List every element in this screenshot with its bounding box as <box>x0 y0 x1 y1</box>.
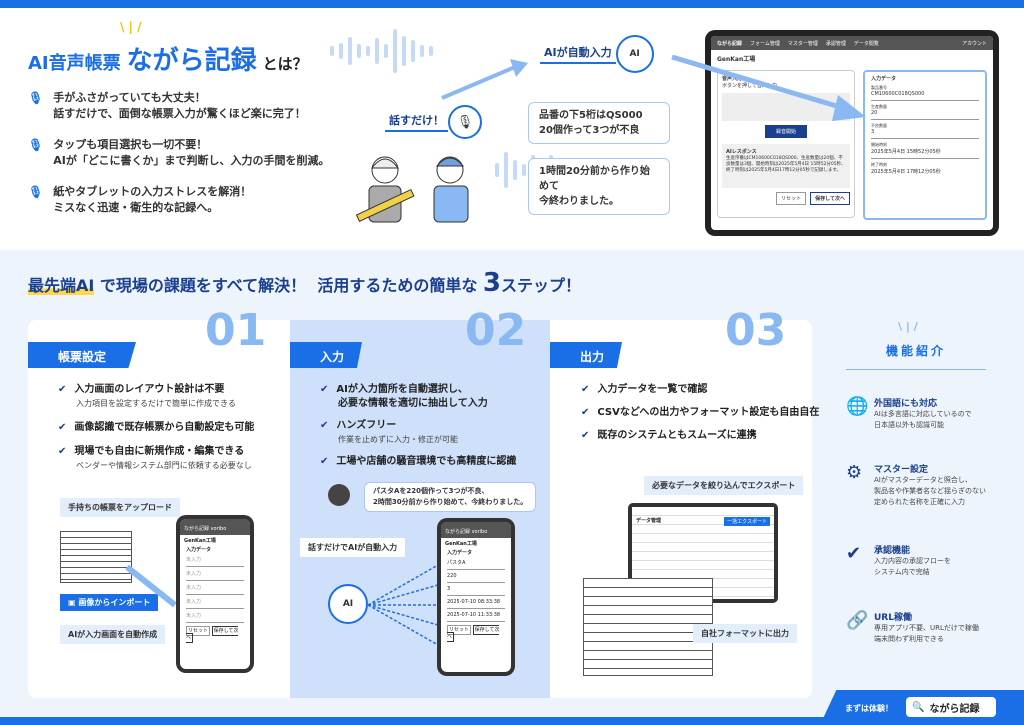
factory-name: GenKan工場 <box>717 56 756 63</box>
save-next-button[interactable]: 保存して次へ <box>810 192 850 205</box>
check-circle-icon: ✔ <box>846 543 862 564</box>
feature-item: 🔗URL稼働専用アプリ不要、URLだけで稼働端末問わず利用できる <box>846 610 979 643</box>
tablet-nav: ながら記録フォーム管理マスター管理承認管理データ閲覧アカウント <box>711 36 993 50</box>
feature-item: ✔承認機能入力内容の承認フローをシステム内で完結 <box>846 543 951 576</box>
workers-illustration <box>355 156 469 223</box>
auto-create-note: AIが入力画面を自動作成 <box>60 625 166 644</box>
cta-label: まずは体験！ <box>845 704 893 713</box>
search-box[interactable]: 🔍ながら記録 <box>906 697 996 717</box>
ai-head-icon: AI <box>328 584 368 624</box>
step-title: 帳票設定 <box>28 342 136 368</box>
sparkle-icon: \ | / <box>898 320 918 333</box>
arrow-icon <box>441 59 528 100</box>
check-icon: ✔ <box>581 407 590 418</box>
search-icon: 🔍 <box>912 701 925 713</box>
speak-label: 話すだけ！ <box>385 112 448 132</box>
check-icon: ✔ <box>58 446 67 457</box>
link-icon: 🔗 <box>846 610 869 631</box>
speech-bubble: 1時間20分前から作り始めて今終わりました。 <box>528 158 670 215</box>
title-suffix: とは？ <box>262 55 308 73</box>
voice-panel: 音声入力 ボタンを押して音声入力 録音開始 AIレスポンス生産序番はCM1060… <box>717 70 855 218</box>
check-icon: ✔ <box>581 384 590 395</box>
paper-output-illustration <box>583 578 713 676</box>
import-button[interactable]: ▣ 画像からインポート <box>60 594 159 611</box>
person-icon <box>328 484 350 506</box>
mic-icon: 🎙 <box>28 91 44 105</box>
step1-checklist: ✔入力画面のレイアウト設計は不要入力項目を設定するだけで簡単に作成できる ✔画像… <box>58 384 255 470</box>
step-number: 01 <box>205 305 267 356</box>
paper-form-illustration <box>60 531 132 583</box>
export-button[interactable]: 一括エクスポート <box>724 517 770 526</box>
hero-bullet: 🎙手がふさがっていても大丈夫！話すだけで、面倒な帳票入力が驚くほど楽に完了！ <box>28 91 306 120</box>
ai-label: AIが自動入力 <box>540 44 616 64</box>
hero-bullet: 🎙紙やタブレットの入力ストレスを解消！ミスなく迅速・衛生的な記録へ。 <box>28 185 252 214</box>
record-button[interactable]: 録音開始 <box>765 125 807 138</box>
mic-icon: 🎙 <box>28 138 44 152</box>
check-icon: ✔ <box>320 456 329 467</box>
check-icon: ✔ <box>320 384 329 395</box>
check-icon: ✔ <box>58 422 67 433</box>
steps-heading: 最先端AI で現場の課題をすべて解決！ 活用するための簡単な 3ステップ！ <box>28 268 582 298</box>
connector-lines <box>368 564 439 646</box>
step-title: 入力 <box>290 342 362 368</box>
hero-title: AI音声帳票ながら記録とは？ <box>28 40 308 77</box>
speech-bubble: パスタAを220個作って3つが不良、2時間30分前から作り始めて、今終わりました… <box>364 482 537 512</box>
check-icon: ✔ <box>581 430 590 441</box>
bottom-bar <box>0 717 1024 725</box>
sound-wave <box>330 28 433 73</box>
sparkle-icon: \ | / <box>120 20 142 34</box>
auto-input-note: 話すだけでAIが自動入力 <box>300 538 406 557</box>
step3-checklist: ✔入力データを一覧で確認 ✔CSVなどへの出力やフォーマット設定も自由自在 ✔既… <box>581 384 820 441</box>
ai-head-icon: AI <box>615 35 654 73</box>
top-bar <box>0 0 1024 8</box>
step-number: 03 <box>725 305 787 356</box>
title-prefix: AI音声帳票 <box>28 53 121 74</box>
upload-note: 手持ちの帳票をアップロード <box>60 498 180 517</box>
tablet-mockup: ながら記録フォーム管理マスター管理承認管理データ閲覧アカウント GenKan工場… <box>705 30 999 236</box>
gear-icon: ⚙ <box>846 462 863 483</box>
check-icon: ✔ <box>320 420 329 431</box>
step-number: 02 <box>465 305 527 356</box>
reset-button[interactable]: リセット <box>776 192 807 205</box>
step-title: 出力 <box>550 342 622 368</box>
hero-bullet: 🎙タップも項目選択も一切不要！AIが「どこに書くか」まで判断し、入力の手間を削減… <box>28 138 330 167</box>
features-title: 機能紹介 <box>846 342 986 370</box>
arrow-icon <box>125 565 177 608</box>
product-name: ながら記録 <box>126 46 257 76</box>
check-icon: ✔ <box>58 384 67 395</box>
arrow-icon <box>671 55 866 121</box>
mic-icon: 🎙 <box>448 105 482 139</box>
ai-label-group: AIが自動入力 AI <box>540 35 654 73</box>
mic-icon: 🎙 <box>28 185 44 199</box>
globe-icon: 🌐 <box>846 396 869 417</box>
step2-checklist: ✔AIが入力箇所を自動選択し、必要な情報を適切に抽出して入力 ✔ハンズフリー作業… <box>320 384 517 467</box>
export-note: 必要なデータを絞り込んでエクスポート <box>644 476 804 495</box>
format-note: 自社フォーマットに出力 <box>693 624 797 643</box>
speak-label-group: 話すだけ！ 🎙 <box>385 105 482 139</box>
